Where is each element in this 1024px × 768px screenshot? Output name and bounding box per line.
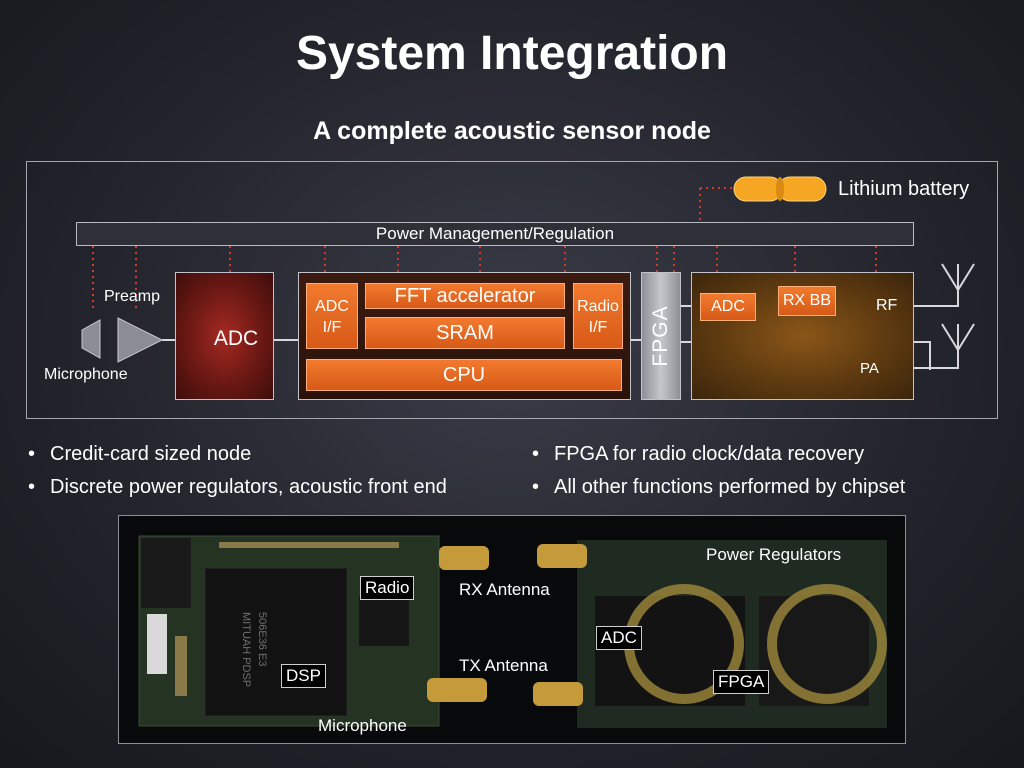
- photo-fpga-tag: FPGA: [713, 670, 770, 694]
- board-photo: 506E36 E3 MITUAH PDSP Radio DSP RX Anten…: [118, 515, 906, 744]
- bullet-item: •FPGA for radio clock/data recovery: [532, 443, 865, 465]
- rx-adc: ADC: [700, 293, 756, 321]
- microphone-label: Microphone: [44, 366, 128, 383]
- bullet-item: •All other functions performed by chipse…: [532, 476, 906, 498]
- battery-label: Lithium battery: [838, 178, 970, 200]
- photo-radio-tag: Radio: [360, 576, 415, 600]
- fpga-label-wrap: FPGA: [641, 272, 681, 400]
- chip-marking: 506E36 E3: [256, 612, 268, 666]
- power-management-bar: Power Management/Regulation: [76, 222, 914, 246]
- preamp-label: Preamp: [104, 288, 161, 305]
- svg-text:MITUAH PDSP: MITUAH PDSP: [240, 612, 252, 687]
- bullet-item: •Discrete power regulators, acoustic fro…: [28, 476, 447, 498]
- fpga-label: FPGA: [649, 305, 672, 367]
- bullet-item: •Credit-card sized node: [28, 443, 252, 465]
- radio-interface: Radio I/F: [573, 283, 623, 349]
- fpga-block: [641, 272, 681, 400]
- photo-dsp-tag: DSP: [281, 664, 326, 688]
- fft-accelerator: FFT accelerator: [365, 283, 565, 309]
- photo-adc-tag: ADC: [596, 626, 642, 650]
- rx-baseband: RX BB: [778, 286, 836, 316]
- block-diagram-frame: [26, 161, 998, 419]
- photo-rx-antenna-label: RX Antenna: [459, 580, 550, 599]
- photo-microphone-label: Microphone: [318, 716, 407, 735]
- photo-power-regulators-label: Power Regulators: [706, 545, 842, 564]
- rf-label: RF: [876, 297, 898, 314]
- photo-tx-antenna-label: TX Antenna: [459, 656, 548, 675]
- sram-block: SRAM: [365, 317, 565, 349]
- adc-interface: ADC I/F: [306, 283, 358, 349]
- slide-subtitle: A complete acoustic sensor node: [313, 117, 711, 145]
- acoustic-front-end-block: [175, 272, 274, 400]
- slide-title: System Integration: [295, 27, 729, 80]
- front-adc-label: ADC: [213, 327, 259, 350]
- cpu-block: CPU: [306, 359, 622, 391]
- board-illustration: 506E36 E3 MITUAH PDSP: [138, 535, 887, 728]
- pa-label: PA: [860, 360, 879, 377]
